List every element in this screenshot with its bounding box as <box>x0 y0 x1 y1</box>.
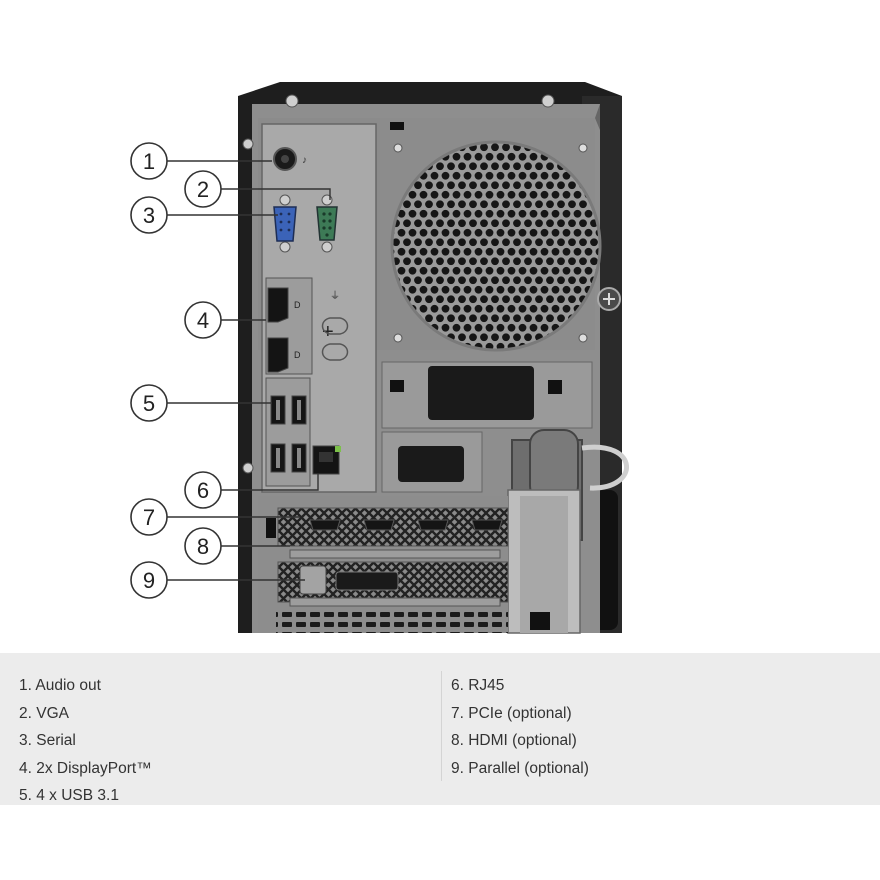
legend-item: 9. Parallel (optional) <box>451 759 589 777</box>
callout-8: 8 <box>184 527 222 565</box>
legend-item: 5. 4 x USB 3.1 <box>19 787 119 804</box>
callout-1: 1 <box>130 142 168 180</box>
svg-text:+: + <box>322 321 334 343</box>
svg-text:9: 9 <box>143 568 155 593</box>
svg-text:6: 6 <box>197 478 209 503</box>
legend-column-right: 6. RJ45 7. PCIe (optional) 8. HDMI (opti… <box>451 672 589 782</box>
pc-rear-panel-diagram: ⏚ + ♪ D D <box>130 82 629 634</box>
svg-text:D: D <box>294 350 301 360</box>
callout-2: 2 <box>184 170 222 208</box>
svg-text:3: 3 <box>143 203 155 228</box>
callout-lines <box>167 160 331 581</box>
usb-ports <box>270 395 307 473</box>
vga-port <box>273 194 297 253</box>
expansion-slots <box>258 496 509 633</box>
fan-grille <box>390 140 602 352</box>
legend-item: 6. RJ45 <box>451 677 505 694</box>
callout-7: 7 <box>130 498 168 536</box>
svg-text:5: 5 <box>143 391 155 416</box>
legend-column-left: 1. Audio out 2. VGA 3. Serial 4. 2x Disp… <box>19 672 152 810</box>
legend-item: 2. VGA <box>19 704 69 722</box>
callout-9: 9 <box>130 561 168 599</box>
svg-text:♪: ♪ <box>302 155 307 166</box>
audio-out-port: ♪ <box>273 147 307 171</box>
port-legend: 1. Audio out 2. VGA 3. Serial 4. 2x Disp… <box>0 653 880 805</box>
displayport-ports: D D <box>267 287 301 373</box>
legend-item: 4. 2x DisplayPort™ <box>19 759 152 777</box>
callout-6: 6 <box>184 471 222 509</box>
svg-text:8: 8 <box>197 534 209 559</box>
security-lock <box>381 361 629 634</box>
serial-port <box>316 194 338 253</box>
svg-text:7: 7 <box>143 505 155 530</box>
svg-text:2: 2 <box>197 177 209 202</box>
callout-5: 5 <box>130 384 168 422</box>
callout-4: 4 <box>184 301 222 339</box>
legend-item: 1. Audio out <box>19 677 101 694</box>
rj45-port <box>312 445 341 475</box>
legend-item: 7. PCIe (optional) <box>451 704 572 722</box>
svg-text:4: 4 <box>197 308 209 333</box>
legend-item: 8. HDMI (optional) <box>451 732 577 749</box>
svg-text:⏚: ⏚ <box>330 290 340 302</box>
legend-divider <box>441 671 442 781</box>
svg-text:D: D <box>294 300 301 310</box>
callout-3: 3 <box>130 196 168 234</box>
legend-item: 3. Serial <box>19 732 76 749</box>
svg-text:1: 1 <box>143 149 155 174</box>
